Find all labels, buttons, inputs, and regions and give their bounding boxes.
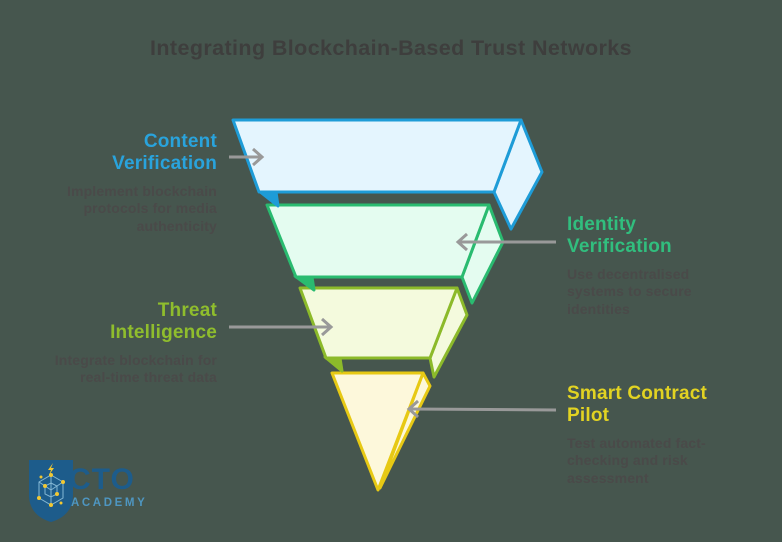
threat-intelligence-description: Integrate blockchain for real-time threa…: [54, 351, 217, 386]
smart-contract-pilot-description: Test automated fact-checking and risk as…: [567, 434, 706, 487]
arrow-threat-intelligence: [229, 317, 334, 337]
logo-text: CTO ACADEMY: [69, 465, 147, 510]
arrow-identity-verification: [455, 232, 556, 252]
funnel-tier4: [330, 371, 432, 492]
identity-verification-heading: Identity Verification: [567, 214, 672, 258]
cto-academy-logo: CTO ACADEMY: [28, 459, 147, 523]
content-verification-heading: Content Verification: [112, 131, 217, 175]
label-threat-intelligence: Threat Intelligence Integrate blockchain…: [17, 300, 217, 387]
funnel-tier2-front: [265, 203, 491, 279]
funnel-tier3: [298, 286, 469, 379]
page-title: Integrating Blockchain-Based Trust Netwo…: [150, 36, 632, 60]
logo-name: CTO: [69, 463, 135, 496]
label-content-verification: Content Verification Implement blockchai…: [17, 131, 217, 236]
funnel-tier2: [265, 203, 505, 305]
logo-subname: ACADEMY: [71, 497, 148, 509]
threat-intelligence-heading: Threat Intelligence: [110, 300, 217, 344]
content-verification-description: Implement blockchain protocols for media…: [66, 182, 217, 235]
label-smart-contract-pilot: Smart Contract Pilot Test automated fact…: [567, 383, 742, 488]
funnel-tier1-front: [231, 118, 523, 194]
identity-verification-description: Use decentralised systems to secure iden…: [567, 265, 692, 318]
arrow-content-verification: [229, 147, 265, 167]
funnel-tier4-front: [330, 371, 425, 492]
smart-contract-pilot-heading: Smart Contract Pilot: [567, 383, 708, 427]
funnel-tier1: [231, 118, 544, 231]
connector-arrows: [229, 147, 557, 419]
shield-icon: [29, 460, 73, 522]
arrow-smart-contract-pilot: [406, 399, 557, 419]
funnel-tier3-front: [298, 286, 459, 360]
label-identity-verification: Identity Verification Use decentralised …: [567, 214, 737, 319]
